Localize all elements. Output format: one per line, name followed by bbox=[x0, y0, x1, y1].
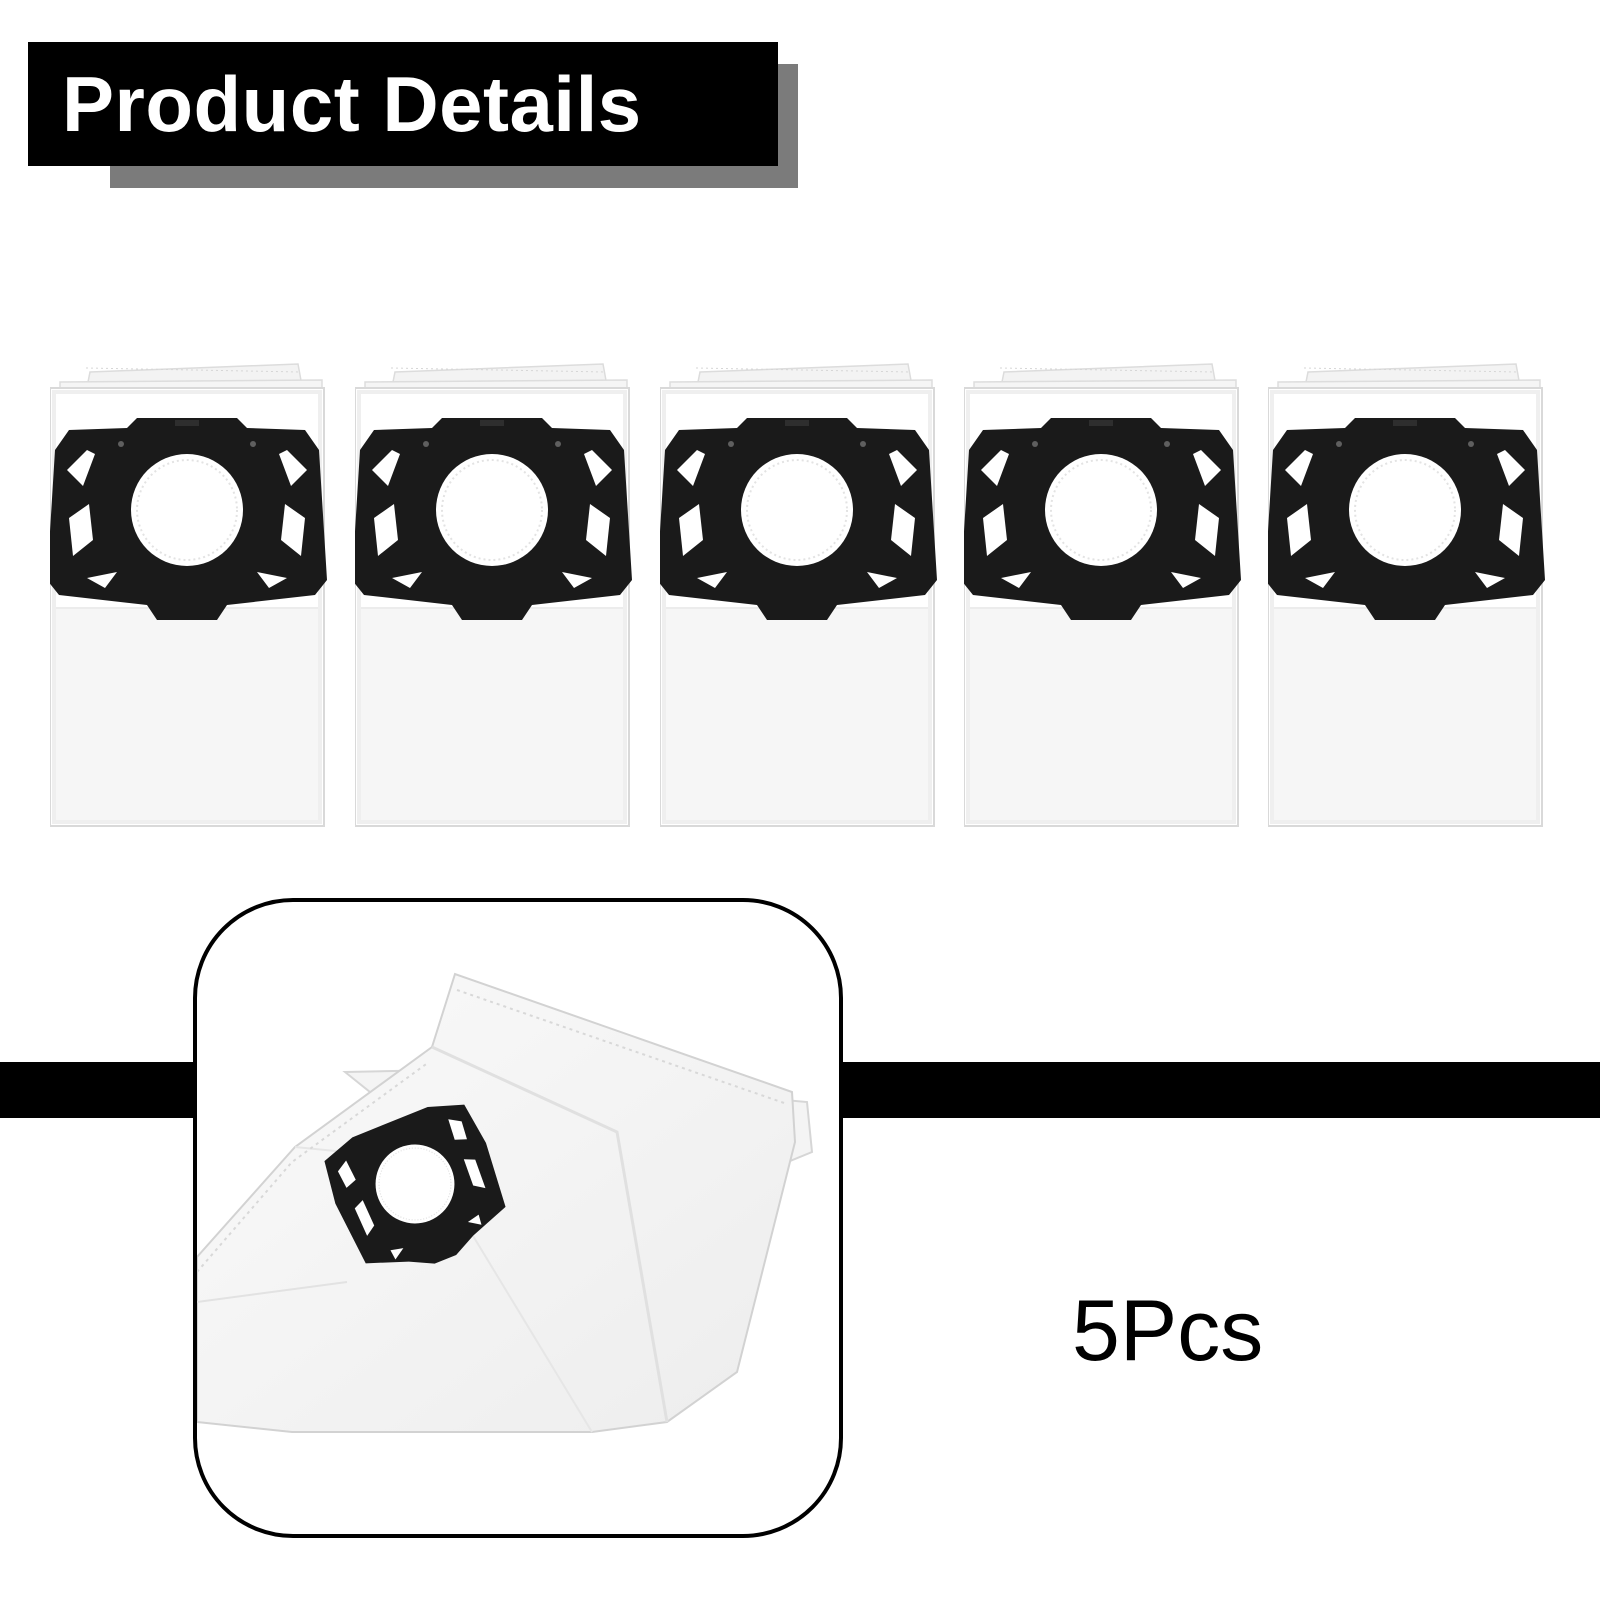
vacuum-filter-bag-icon bbox=[355, 358, 637, 828]
unfolded-bag-illustration bbox=[197, 972, 814, 1433]
detail-image-frame bbox=[193, 898, 843, 1538]
title-banner: Product Details bbox=[28, 42, 798, 188]
quantity-label: 5Pcs bbox=[1072, 1283, 1264, 1379]
vacuum-filter-bag-icon bbox=[964, 358, 1246, 828]
vacuum-filter-bag-icon bbox=[1268, 358, 1550, 828]
bags-row bbox=[50, 358, 1560, 828]
page-title: Product Details bbox=[28, 42, 778, 166]
vacuum-filter-bag-icon bbox=[50, 358, 332, 828]
vacuum-filter-bag-icon bbox=[660, 358, 942, 828]
